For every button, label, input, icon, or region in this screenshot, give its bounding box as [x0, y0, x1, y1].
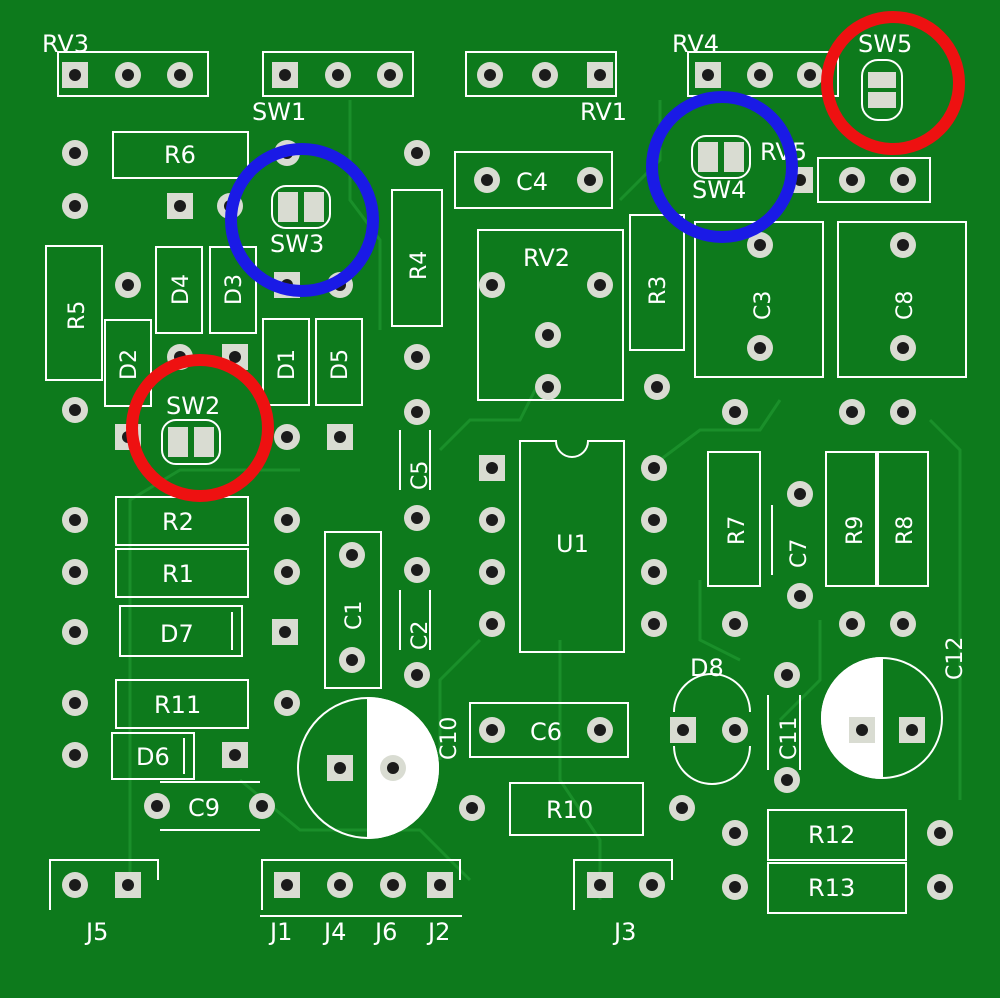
label-r8: R8: [893, 516, 918, 545]
copper-traces: [128, 100, 962, 900]
silkscreen-outlines: [45, 51, 967, 917]
label-r5: R5: [65, 301, 90, 330]
label-rv2: RV2: [523, 244, 570, 272]
label-r13: R13: [808, 874, 855, 902]
label-d8: D8: [690, 654, 724, 682]
label-c9: C9: [188, 794, 220, 822]
label-d7: D7: [160, 620, 194, 648]
label-r9: R9: [843, 516, 868, 545]
label-sw4: SW4: [692, 176, 746, 204]
highlight-sw5: [821, 11, 965, 155]
label-d5: D5: [328, 349, 353, 380]
label-c2: C2: [408, 621, 433, 650]
label-rv4: RV4: [672, 30, 719, 58]
label-sw3: SW3: [270, 230, 324, 258]
label-d3: D3: [222, 274, 247, 305]
label-r2: R2: [162, 508, 194, 536]
label-d1: D1: [275, 349, 300, 380]
label-c12: C12: [943, 637, 968, 680]
label-j5: J5: [84, 918, 108, 946]
label-r4: R4: [407, 251, 432, 280]
label-r6: R6: [164, 141, 196, 169]
label-c5: C5: [408, 461, 433, 490]
highlight-sw3: [225, 143, 379, 297]
label-j3: J3: [612, 918, 636, 946]
through-hole-pads: [62, 62, 953, 900]
label-sw5: SW5: [858, 30, 912, 58]
highlight-sw4: [646, 91, 798, 243]
label-r1: R1: [162, 560, 194, 588]
label-sw1: SW1: [252, 98, 306, 126]
label-d2: D2: [117, 349, 142, 380]
label-u1: U1: [556, 530, 589, 558]
label-j4: J4: [322, 918, 346, 946]
label-rv1: RV1: [580, 98, 627, 126]
label-j6: J6: [373, 918, 397, 946]
label-c3: C3: [751, 291, 776, 320]
label-c11: C11: [777, 717, 802, 760]
highlight-sw2: [126, 354, 274, 502]
switch-highlights: [126, 11, 965, 502]
label-r12: R12: [808, 821, 855, 849]
label-c8: C8: [893, 291, 918, 320]
label-r11: R11: [154, 691, 201, 719]
label-j1: J1: [268, 918, 292, 946]
label-c10: C10: [437, 717, 462, 760]
label-rv3: RV3: [42, 30, 89, 58]
label-r3: R3: [646, 276, 671, 305]
label-c6: C6: [530, 718, 562, 746]
label-r10: R10: [546, 796, 593, 824]
label-c1: C1: [342, 601, 367, 630]
label-c4: C4: [516, 168, 548, 196]
label-d4: D4: [169, 274, 194, 305]
label-r7: R7: [725, 516, 750, 545]
label-d6: D6: [136, 743, 170, 771]
label-j2: J2: [426, 918, 450, 946]
label-sw2: SW2: [166, 392, 220, 420]
label-c7: C7: [787, 539, 812, 568]
